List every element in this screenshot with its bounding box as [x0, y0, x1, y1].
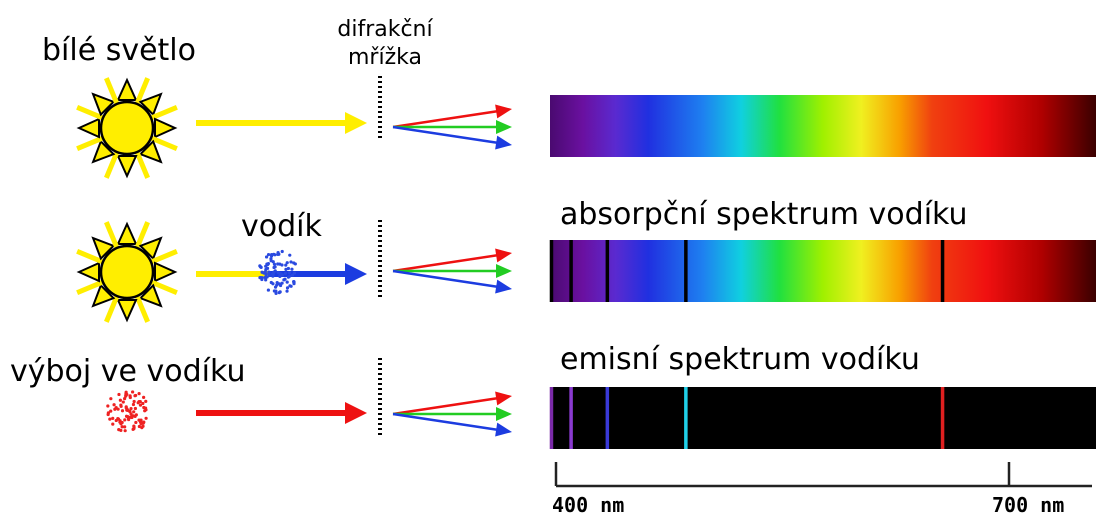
wavelength-axis	[554, 462, 1092, 488]
discharge-beam-arrowhead	[345, 402, 367, 424]
discharge-gas-cloud	[106, 390, 148, 433]
grating-label: difrakční mřížka	[330, 16, 440, 71]
ray-arrowhead	[495, 135, 512, 150]
ray-arrowhead	[495, 391, 512, 406]
ray	[392, 125, 499, 145]
ray-arrowhead	[495, 279, 512, 294]
ray-arrowhead	[496, 407, 512, 421]
emission-spectrum	[550, 387, 1096, 449]
white-light-label: bílé světlo	[42, 33, 196, 68]
grating-label-line2: mřížka	[348, 44, 422, 70]
emission-lines	[549, 387, 945, 449]
sun-icon	[76, 77, 178, 179]
hydrogen-beam-arrowhead	[345, 263, 367, 285]
ray-arrowhead	[495, 104, 512, 119]
ray-arrowhead	[496, 264, 512, 278]
discharge-label: výboj ve vodíku	[10, 354, 246, 389]
ray	[392, 253, 499, 273]
ray	[392, 396, 499, 416]
emission-spectrum-title: emisní spektrum vodíku	[560, 342, 920, 377]
white-light-spectrum	[550, 95, 1096, 157]
sun-icon-2	[76, 221, 178, 323]
axis-start-label: 400 nm	[552, 493, 625, 517]
white-light-beam-arrowhead	[345, 112, 367, 134]
ray-arrowhead	[496, 120, 512, 134]
dispersed-rays	[392, 104, 512, 437]
grating-label-line1: difrakční	[337, 17, 433, 42]
ray	[392, 269, 499, 289]
hydrogen-label: vodík	[241, 209, 322, 244]
ray	[392, 109, 499, 129]
hydrogen-gas-cloud	[258, 249, 297, 295]
absorption-lines	[549, 240, 945, 302]
ray-arrowhead	[495, 248, 512, 263]
absorption-spectrum	[550, 240, 1096, 302]
ray	[392, 412, 499, 432]
absorption-spectrum-title: absorpční spektrum vodíku	[560, 197, 968, 232]
ray-arrowhead	[495, 422, 512, 437]
axis-end-label: 700 nm	[992, 493, 1065, 517]
